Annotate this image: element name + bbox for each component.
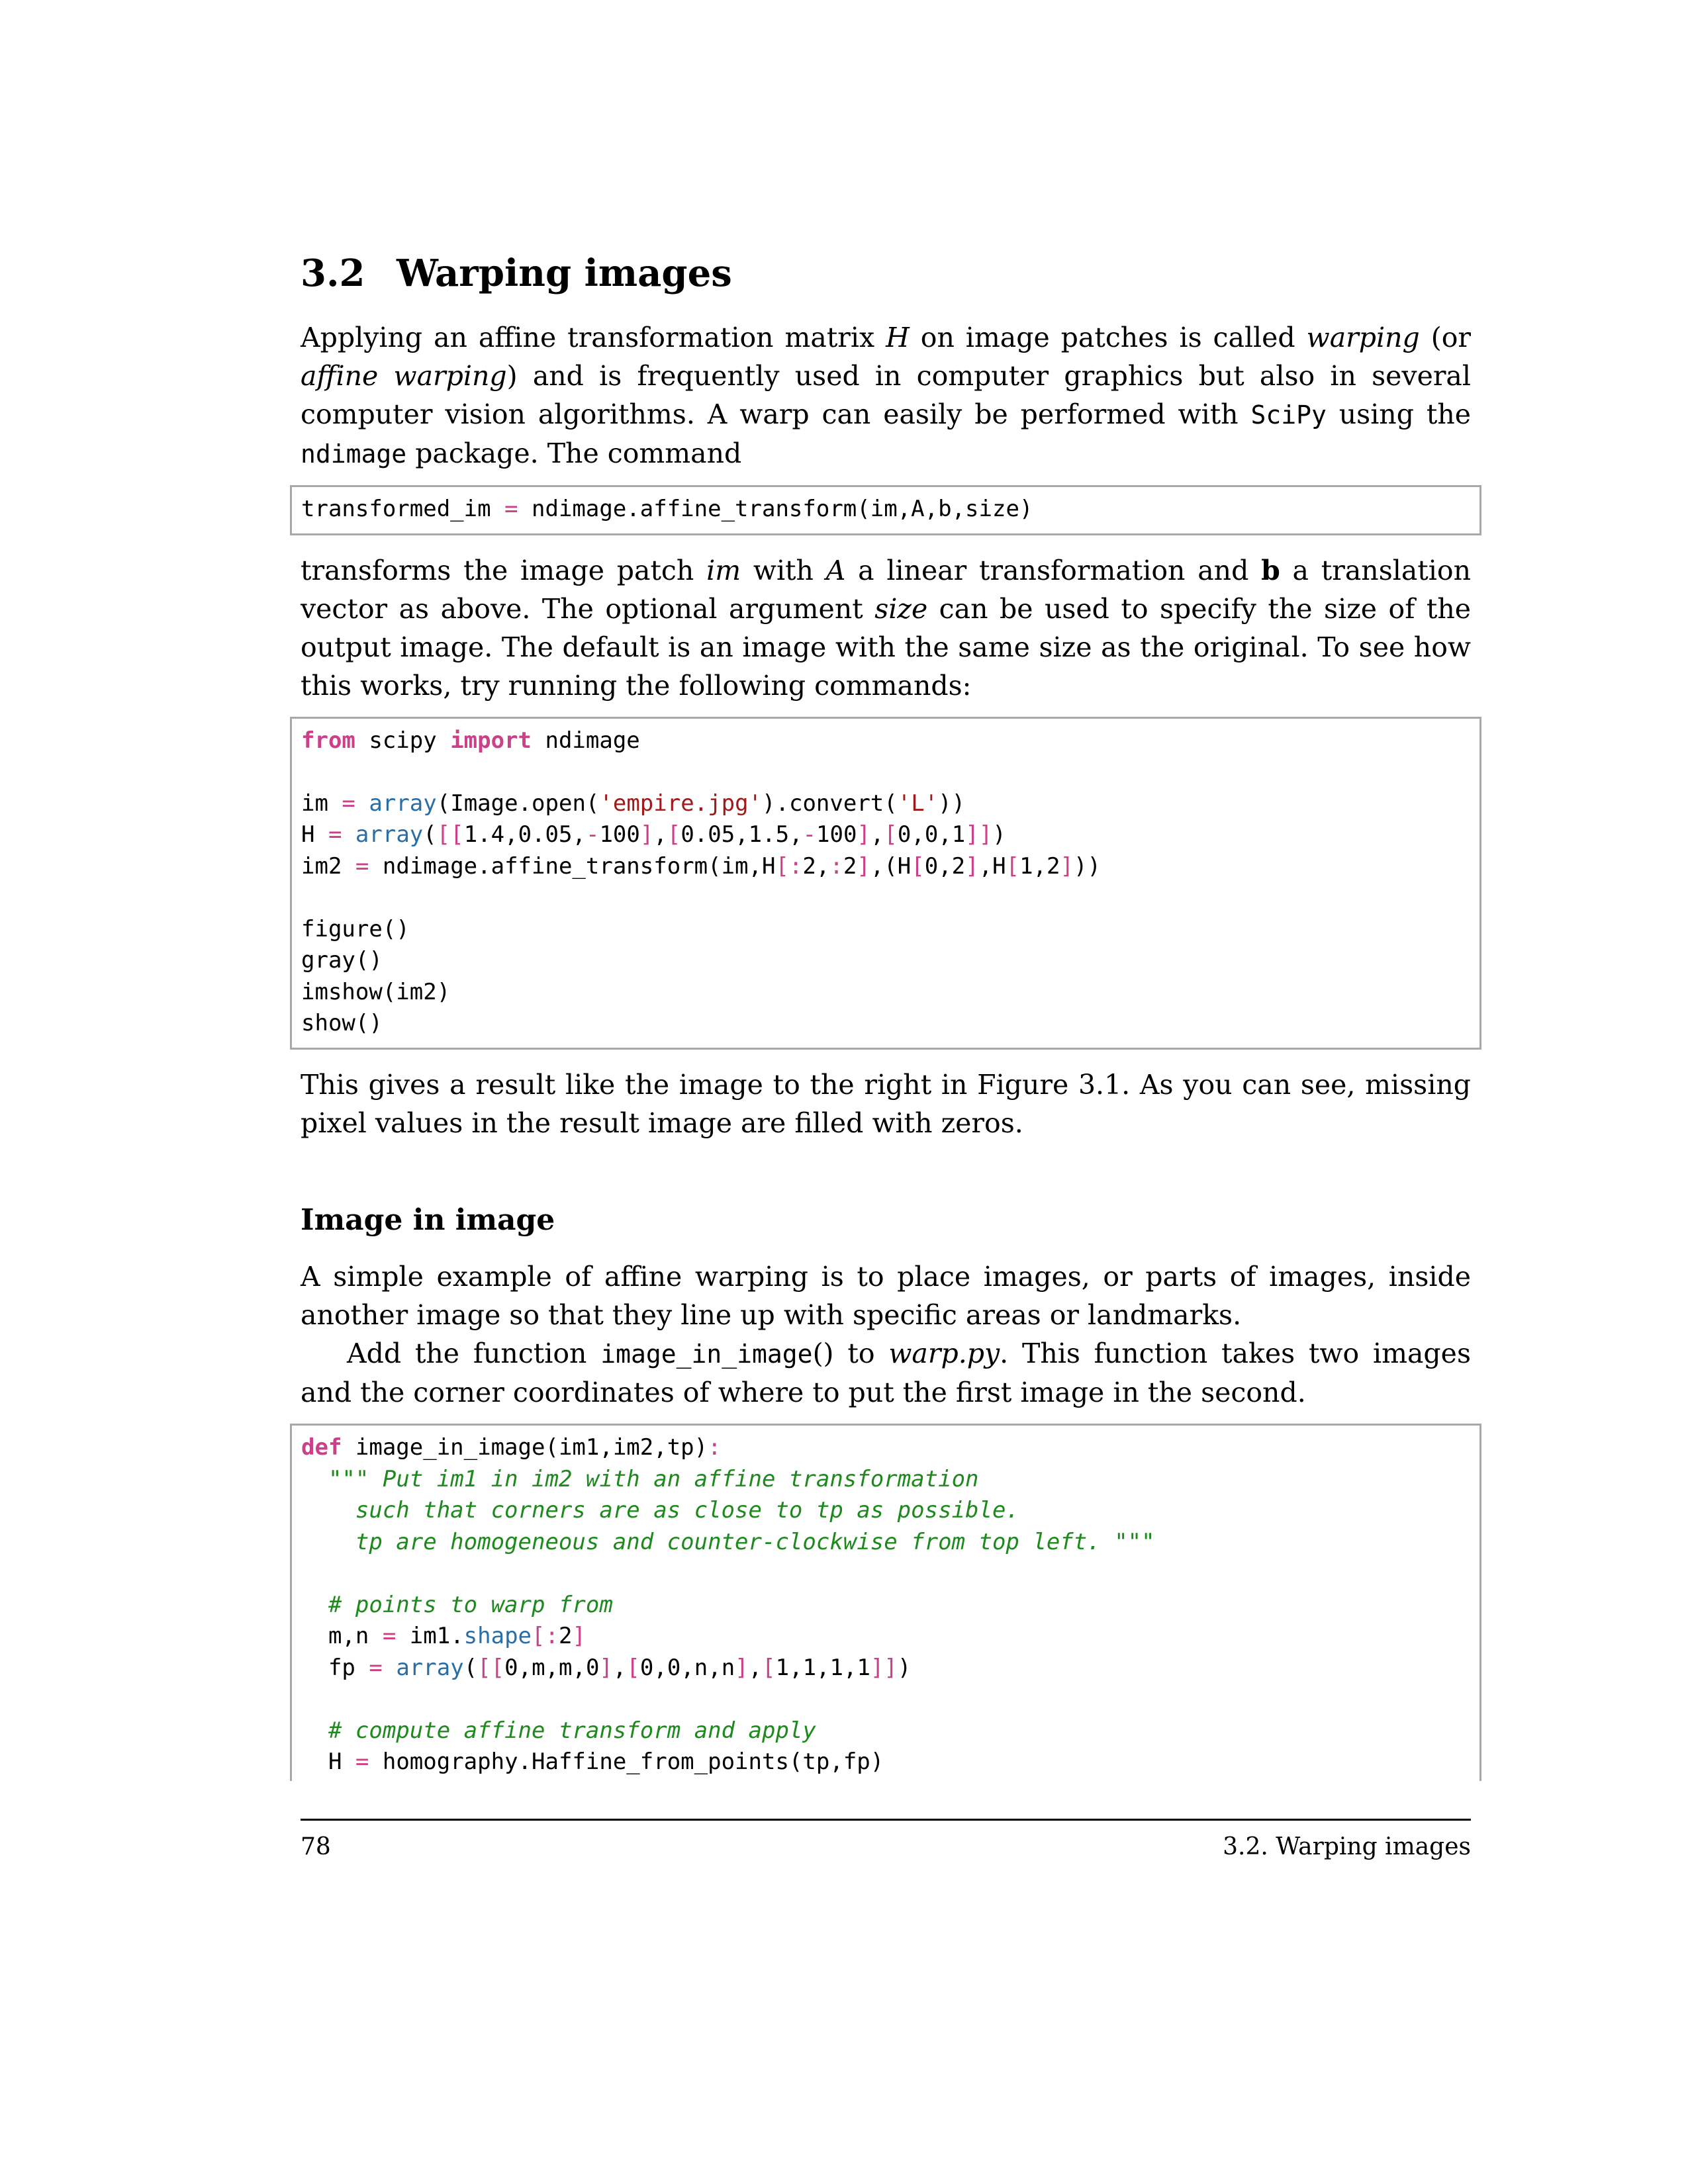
page-number: 78 xyxy=(301,1833,331,1860)
code-line: """ Put im1 in im2 with an affine transf… xyxy=(328,1465,979,1492)
text-run: Applying an affine transformation matrix xyxy=(301,322,886,354)
image-in-image-paragraph: A simple example of affine warping is to… xyxy=(301,1261,1471,1332)
section-number: 3.2 xyxy=(301,251,365,295)
transform-paragraph: transforms the image patch im with A a l… xyxy=(301,551,1471,705)
code-line: H = array([[1.4,0.05,-100],[0.05,1.5,-10… xyxy=(301,821,1006,848)
code-line-blank xyxy=(301,1684,1469,1715)
inline-code: SciPy xyxy=(1250,400,1327,430)
code-line: such that corners are as close to tp as … xyxy=(301,1497,1019,1524)
emphasis: warping xyxy=(1306,322,1420,354)
text-run: a translation vector as above. The optio… xyxy=(301,554,1471,625)
code-block-image-in-image[interactable]: def image_in_image(im1,im2,tp): """ Put … xyxy=(290,1424,1481,1781)
code-line: # compute affine transform and apply xyxy=(328,1717,816,1744)
section-heading: 3.2 Warping images xyxy=(301,251,1471,296)
text-run: transforms the image patch xyxy=(301,554,707,586)
code-line: from scipy import ndimage xyxy=(301,727,640,754)
function-intro-paragraph: Add the function image_in_image() to war… xyxy=(301,1334,1471,1412)
result-paragraph: This gives a result like the image to th… xyxy=(301,1068,1471,1139)
text-run: on image patches is called xyxy=(909,322,1307,354)
code-line: transformed_im = ndimage.affine_transfor… xyxy=(301,496,1033,523)
code-line: im2 = ndimage.affine_transform(im,H[:2,:… xyxy=(301,852,1101,880)
inline-code: ndimage xyxy=(301,439,407,469)
inline-code: image_in_image xyxy=(600,1340,813,1369)
text-run: package. The command xyxy=(406,437,742,470)
text-run: () xyxy=(812,1338,834,1370)
section-title: Warping images xyxy=(397,251,732,295)
emphasis: affine warping xyxy=(301,360,507,392)
code-line: gray() xyxy=(301,947,383,974)
text-run: (or xyxy=(1419,322,1471,354)
text-run: with xyxy=(741,554,826,586)
code-line: figure() xyxy=(301,915,410,942)
emphasis: size xyxy=(874,592,928,625)
text-run: to xyxy=(833,1338,889,1370)
code-line: # points to warp from xyxy=(328,1591,613,1618)
emphasis: warp.py xyxy=(888,1338,1000,1370)
code-line: im = array(Image.open('empire.jpg').conv… xyxy=(301,790,966,817)
code-block-warp-example[interactable]: from scipy import ndimage im = array(Imag… xyxy=(290,716,1481,1050)
math-vector: b xyxy=(1261,554,1280,586)
page-footer: 78 3.2. Warping images xyxy=(301,1819,1471,1862)
text-run: using the xyxy=(1326,398,1471,431)
text-run: ) and is frequently used in computer gra… xyxy=(301,360,1471,431)
math-symbol: A xyxy=(825,554,846,586)
text-run: can be used to specify the size of the o… xyxy=(301,592,1471,702)
code-line: def image_in_image(im1,im2,tp): xyxy=(301,1434,722,1461)
math-symbol: H xyxy=(886,322,910,354)
text-run: a linear transformation and xyxy=(845,554,1262,586)
code-line: show() xyxy=(301,1010,383,1037)
intro-paragraph: Applying an affine transformation matrix… xyxy=(301,318,1471,473)
code-line: imshow(im2) xyxy=(301,978,451,1005)
subsection-heading: Image in image xyxy=(301,1203,555,1237)
code-line-blank xyxy=(301,1558,1469,1590)
code-block-affine-transform[interactable]: transformed_im = ndimage.affine_transfor… xyxy=(290,485,1481,535)
code-line: H = homography.Haffine_from_points(tp,fp… xyxy=(301,1749,884,1776)
emphasis: im xyxy=(706,554,741,586)
text-run: . This function takes two images and the… xyxy=(301,1338,1471,1409)
text-run: Add the function xyxy=(347,1338,601,1370)
page-content: 3.2 Warping images Applying an affine tra… xyxy=(290,251,1481,1781)
code-line: tp are homogeneous and counter-clockwise… xyxy=(301,1528,1155,1555)
code-line: m,n = im1.shape[:2] xyxy=(301,1623,586,1650)
code-line-blank xyxy=(301,756,1469,788)
code-line: fp = array([[0,m,m,0],[0,0,n,n],[1,1,1,1… xyxy=(301,1654,912,1681)
running-title: 3.2. Warping images xyxy=(1223,1833,1471,1860)
code-line-blank xyxy=(301,882,1469,914)
